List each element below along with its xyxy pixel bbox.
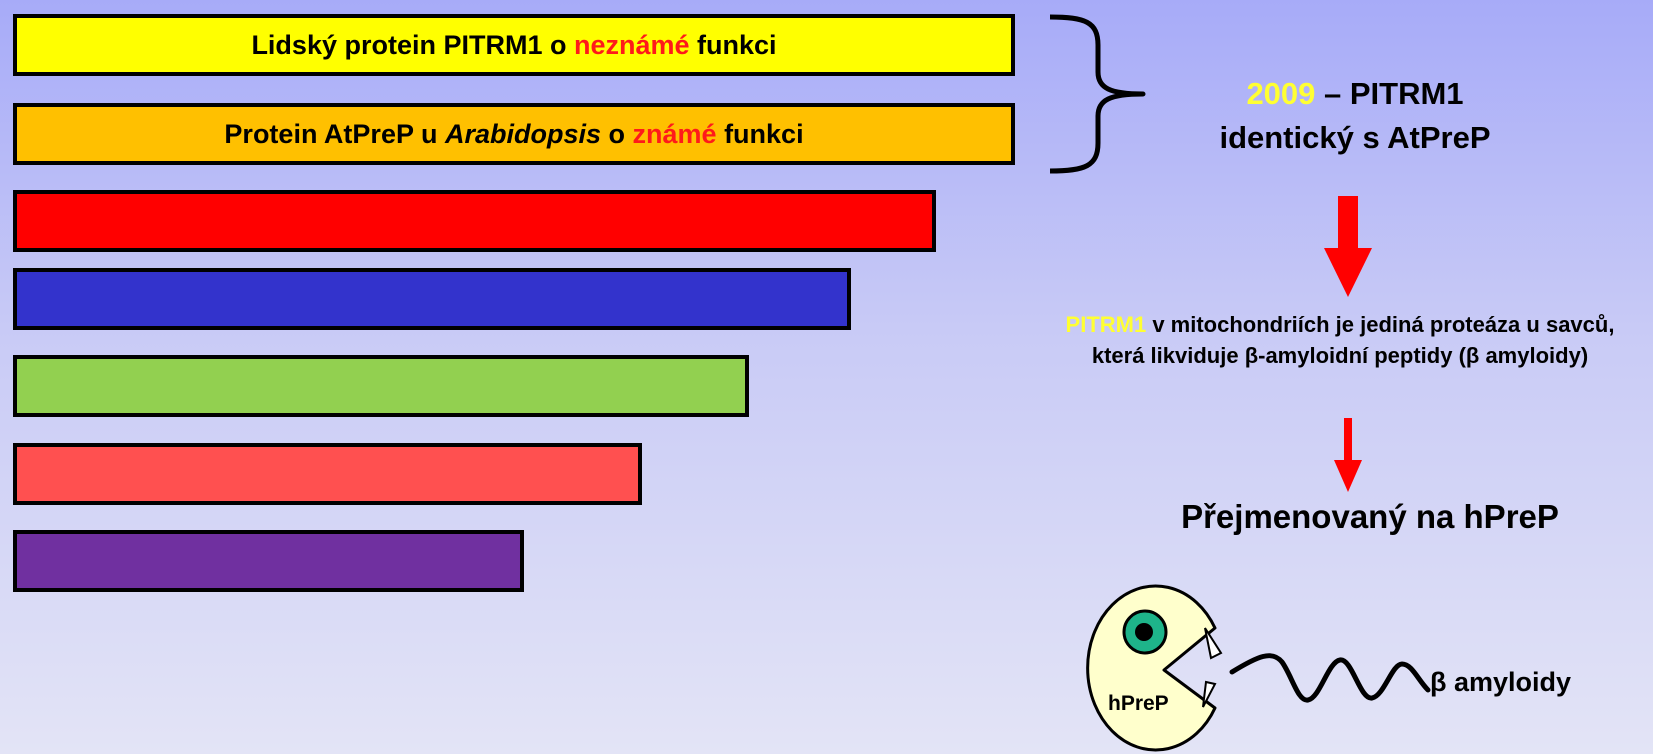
bar-atprep-text-2: o xyxy=(601,118,633,149)
arrow-down-large-icon xyxy=(1324,196,1372,297)
squiggle-peptide-icon xyxy=(1229,653,1431,703)
description-highlight: PITRM1 xyxy=(1065,312,1147,337)
description: PITRM1 v mitochondriích je jediná proteá… xyxy=(1045,309,1635,371)
bar-purple xyxy=(13,530,524,592)
bar-atprep: Protein AtPreP u Arabidopsis o známé fun… xyxy=(13,103,1015,165)
bar-green xyxy=(13,355,749,417)
summary-line2: identický s AtPreP xyxy=(1219,120,1491,155)
beta-amyloid-label: β amyloidy xyxy=(1430,667,1572,697)
summary-year: 2009 xyxy=(1246,76,1316,111)
bar-pitrm1-text-1: neznámé xyxy=(573,29,690,60)
bar-pitrm1: Lidský protein PITRM1 o neznámé funkci xyxy=(13,14,1015,76)
bar-salmon xyxy=(13,443,642,505)
pacman-icon xyxy=(1086,584,1223,752)
bar-pitrm1-text-0: Lidský protein PITRM1 o xyxy=(251,29,574,60)
description-text: v mitochondriích je jediná proteáza u sa… xyxy=(1091,312,1615,368)
bar-atprep-text-4: funkci xyxy=(716,118,804,149)
arrow-down-small-icon xyxy=(1334,418,1362,492)
bar-atprep-text-1: Arabidopsis xyxy=(444,118,602,149)
renamed-label: Přejmenovaný na hPreP xyxy=(1181,498,1559,535)
summary-title: 2009 – PITRM1 identický s AtPreP xyxy=(1155,72,1555,160)
bar-atprep-text-3: známé xyxy=(632,118,717,149)
bar-atprep-text-0: Protein AtPreP u xyxy=(224,118,445,149)
bar-blue xyxy=(13,268,851,330)
summary-line1: – PITRM1 xyxy=(1315,76,1464,111)
pacman-label: hPreP xyxy=(1108,692,1169,715)
bar-pitrm1-text-2: funkci xyxy=(689,29,777,60)
bar-red xyxy=(13,190,936,252)
curly-brace-icon xyxy=(1049,14,1146,174)
